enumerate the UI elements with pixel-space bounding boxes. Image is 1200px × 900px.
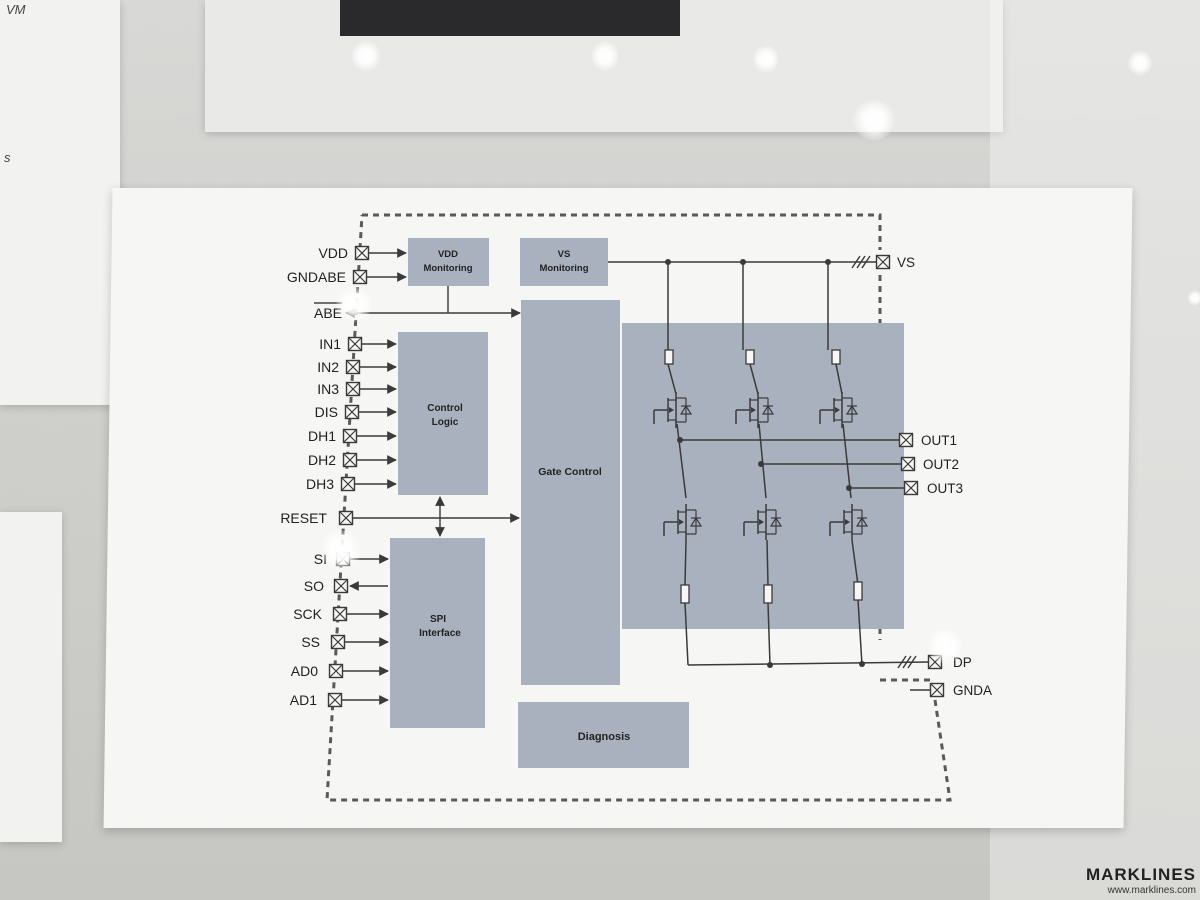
label-ad0: AD0 (291, 663, 318, 679)
label-sck: SCK (293, 606, 322, 622)
spi-interface-label-2: Interface (419, 628, 461, 639)
label-dh2: DH2 (308, 452, 336, 468)
pin-ad1 (327, 692, 343, 708)
label-ad1: AD1 (290, 692, 317, 708)
vs-monitoring-block (520, 238, 608, 286)
ceiling-light-reflection (852, 100, 896, 140)
card-text-fragment: VM (6, 2, 26, 17)
label-ss: SS (301, 634, 320, 650)
label-dh1: DH1 (308, 428, 336, 444)
left-display-card (0, 0, 120, 405)
label-out2: OUT2 (923, 457, 959, 472)
label-so: SO (304, 578, 324, 594)
ceiling-light-reflection (320, 530, 362, 570)
label-in3: IN3 (317, 381, 339, 397)
spi-interface-block (390, 538, 485, 728)
ceiling-light-reflection (928, 628, 962, 664)
pin-ss (330, 634, 346, 650)
pin-dh3 (340, 476, 356, 492)
control-logic-label-1: Control (427, 403, 463, 414)
ceiling-light-reflection (1188, 290, 1200, 306)
control-logic-block (398, 332, 488, 495)
label-out3: OUT3 (927, 481, 963, 496)
watermark-logo: MARKLINES (1085, 865, 1196, 884)
pin-dh2 (342, 452, 358, 468)
top-device-base (340, 0, 680, 36)
diagnosis-label: Diagnosis (578, 731, 631, 743)
vdd-monitoring-label-2: Monitoring (423, 263, 472, 274)
pin-vs (875, 254, 891, 270)
label-vdd: VDD (318, 245, 348, 261)
label-dis: DIS (315, 404, 338, 420)
label-abe: ABE (314, 305, 342, 321)
pin-vdd (354, 245, 370, 261)
label-gnda: GNDA (953, 683, 992, 698)
pin-out1 (898, 432, 914, 448)
label-dh3: DH3 (306, 476, 334, 492)
ceiling-light-reflection (1128, 50, 1152, 76)
label-vs: VS (897, 255, 915, 270)
vs-monitoring-label-1: VS (558, 249, 571, 260)
pin-so (333, 578, 349, 594)
pin-in3 (345, 381, 361, 397)
label-out1: OUT1 (921, 433, 957, 448)
ceiling-light-reflection (592, 40, 618, 72)
label-reset: RESET (280, 510, 327, 526)
watermark-url: www.marklines.com (1107, 885, 1196, 896)
control-logic-label-2: Logic (432, 417, 459, 428)
pin-in2 (345, 359, 361, 375)
spi-interface-label-1: SPI (430, 614, 446, 625)
label-in1: IN1 (319, 336, 341, 352)
gate-control-label: Gate Control (538, 466, 602, 478)
diagnosis-block (518, 702, 689, 768)
label-gndp: DP (953, 655, 972, 670)
pin-in1 (347, 336, 363, 352)
pin-out2 (900, 456, 916, 472)
vdd-monitoring-block (408, 238, 489, 286)
marklines-watermark: MARKLINES www.marklines.com (1086, 865, 1196, 896)
ceiling-light-reflection (336, 286, 372, 322)
pin-sck (332, 606, 348, 622)
pin-dis (344, 404, 360, 420)
gate-control-block (521, 300, 620, 685)
vs-monitoring-label-2: Monitoring (539, 263, 588, 274)
left-lower-card (0, 512, 62, 842)
label-gndabe: GNDABE (287, 269, 346, 285)
pin-ad0 (328, 663, 344, 679)
vdd-monitoring-label-1: VDD (438, 249, 458, 260)
pin-gndabe (352, 269, 368, 285)
pin-reset (338, 510, 354, 526)
pin-gnda (929, 682, 945, 698)
pin-dh1 (342, 428, 358, 444)
label-in2: IN2 (317, 359, 339, 375)
ceiling-light-reflection (754, 44, 778, 74)
ceiling-light-reflection (352, 40, 380, 72)
pin-out3 (903, 480, 919, 496)
card-text-fragment: s (4, 150, 11, 165)
